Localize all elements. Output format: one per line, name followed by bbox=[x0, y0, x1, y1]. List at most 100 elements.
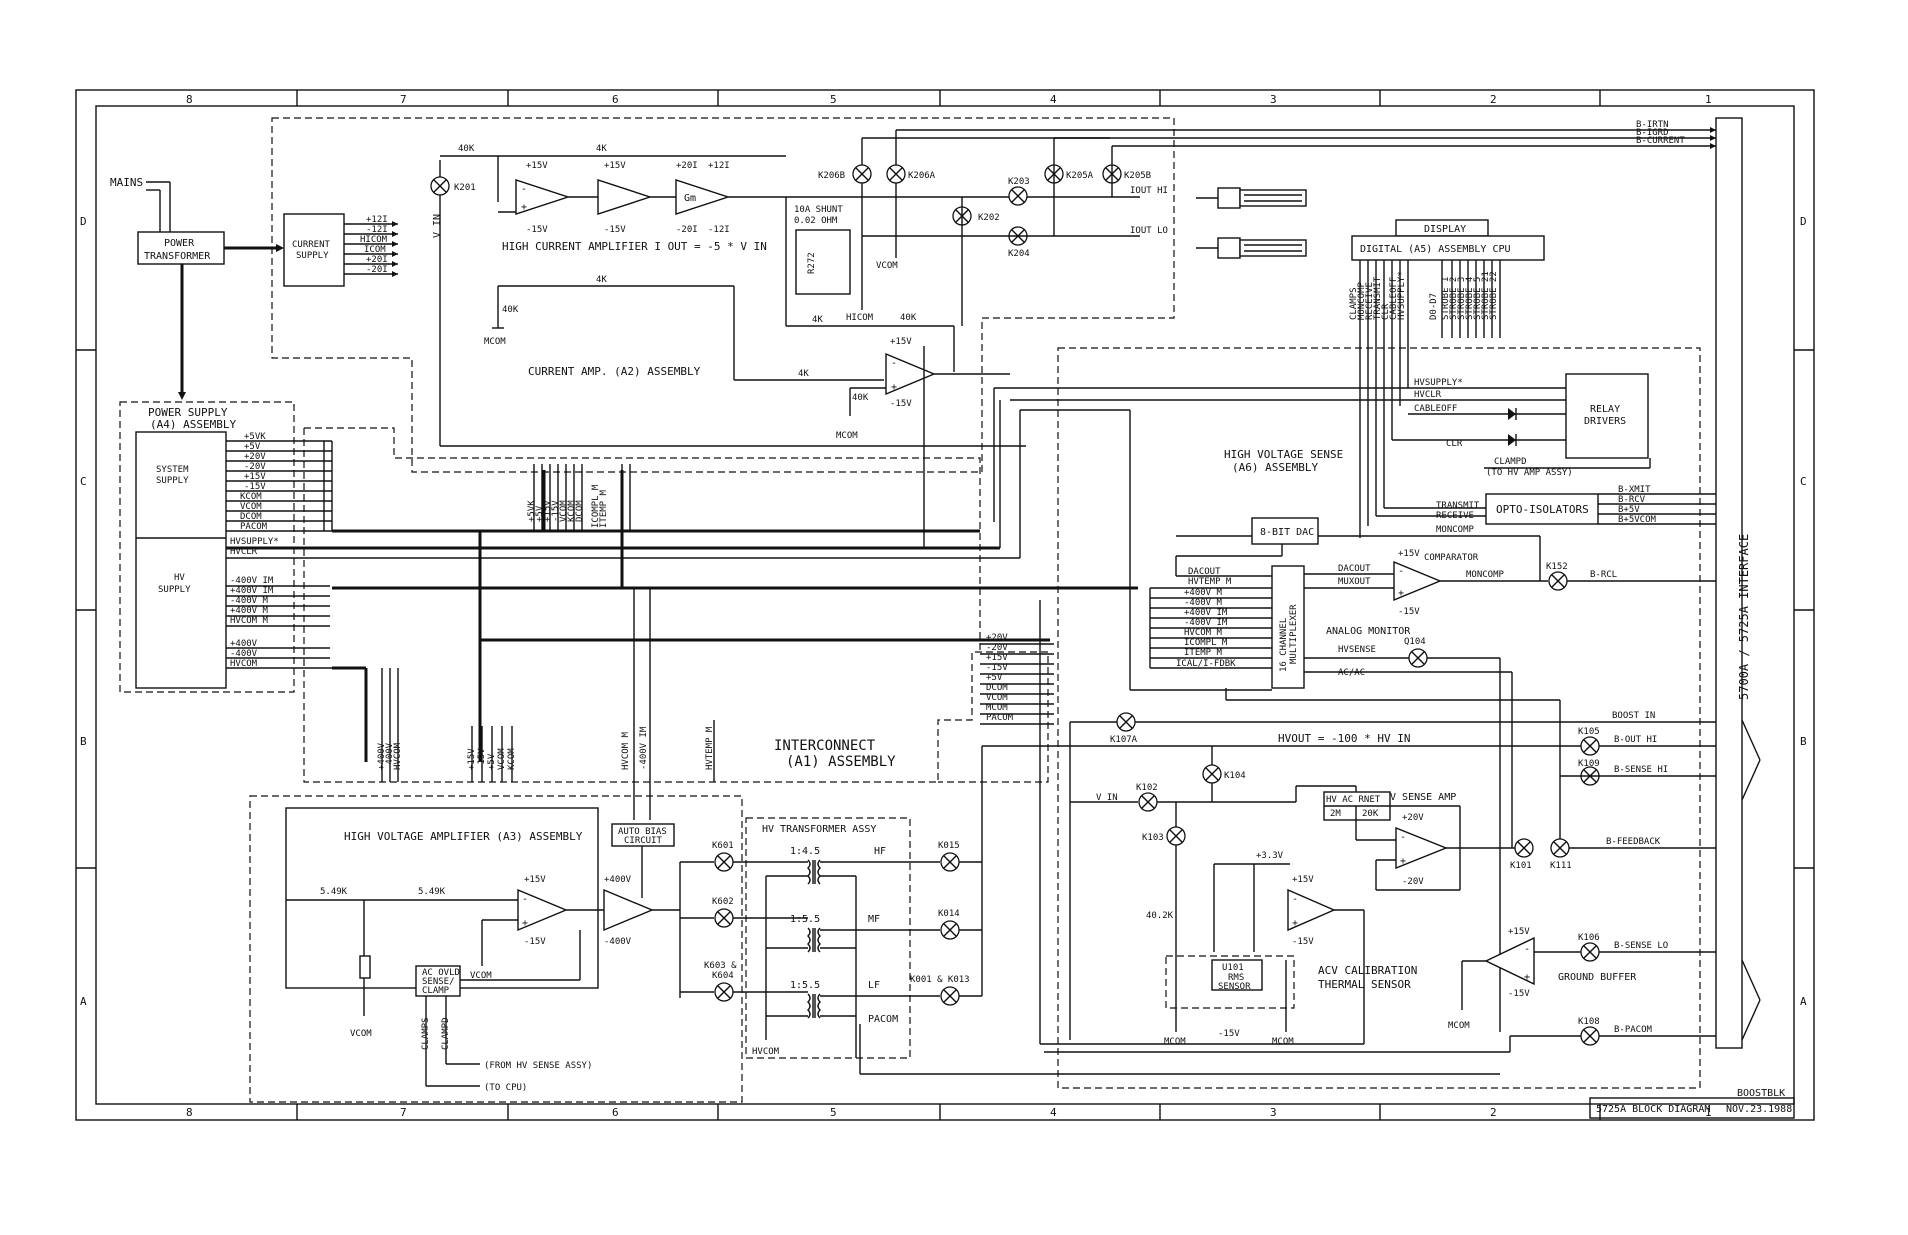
svg-text:K602: K602 bbox=[712, 897, 734, 907]
current-supply: CURRENT SUPPLY +12I -12I HICOM ICOM +20I… bbox=[283, 213, 398, 287]
zone-a-right: A bbox=[1800, 995, 1807, 1008]
current-amp-title: HIGH CURRENT AMPLIFIER I OUT = -5 * V IN bbox=[502, 240, 767, 253]
interface-title: 5700A / 5725A INTERFACE bbox=[1737, 534, 1751, 700]
svg-text:DCOM: DCOM bbox=[575, 500, 585, 522]
svg-text:+400V IM: +400V IM bbox=[1184, 608, 1228, 618]
svg-text:AUTO BIAS: AUTO BIAS bbox=[618, 827, 667, 837]
svg-text:POWER SUPPLY: POWER SUPPLY bbox=[148, 406, 228, 419]
svg-text:KCOM: KCOM bbox=[240, 492, 262, 502]
svg-text:+15V: +15V bbox=[1292, 875, 1314, 885]
svg-text:AC/AC: AC/AC bbox=[1338, 668, 1365, 678]
transformer-lf: 1:5.5 LF bbox=[790, 980, 880, 1019]
current-amp-label: CURRENT AMP. (A2) ASSEMBLY bbox=[528, 365, 701, 378]
svg-text:MCOM: MCOM bbox=[1272, 1037, 1294, 1047]
svg-text:B-XMIT: B-XMIT bbox=[1618, 485, 1651, 495]
svg-text:+400V M: +400V M bbox=[230, 606, 269, 616]
zone-7-top: 7 bbox=[400, 93, 407, 106]
svg-text:-: - bbox=[1400, 832, 1406, 843]
svg-text:-15V: -15V bbox=[526, 225, 548, 235]
svg-text:SENSE/: SENSE/ bbox=[422, 977, 455, 987]
zone-8-bottom: 8 bbox=[186, 1106, 193, 1119]
svg-text:PACOM: PACOM bbox=[240, 522, 268, 532]
relay-k104: K104 bbox=[1202, 764, 1246, 784]
svg-text:(FROM HV SENSE ASSY): (FROM HV SENSE ASSY) bbox=[484, 1061, 592, 1071]
drawing-title: 5725A BLOCK DIAGRAM bbox=[1596, 1104, 1710, 1115]
zone-1-top: 1 bbox=[1705, 93, 1712, 106]
svg-text:ICOMPL M: ICOMPL M bbox=[591, 484, 601, 528]
mux-inputs: DACOUT HVTEMP M +400V M -400V M +400V IM… bbox=[1149, 567, 1272, 669]
svg-text:HVTEMP M: HVTEMP M bbox=[1188, 577, 1232, 587]
svg-text:VCOM: VCOM bbox=[240, 502, 262, 512]
relay-k602: K602 bbox=[712, 897, 734, 928]
hv-power-amp bbox=[603, 888, 654, 932]
svg-text:+15V: +15V bbox=[244, 472, 266, 482]
svg-text:-15V: -15V bbox=[604, 225, 626, 235]
thermal-amp bbox=[1287, 888, 1336, 932]
svg-text:VCOM: VCOM bbox=[470, 971, 492, 981]
cpu-section: DISPLAY DIGITAL (A5) ASSEMBLY CPU CLAMPS… bbox=[1349, 219, 1545, 538]
svg-text:B-PACOM: B-PACOM bbox=[1614, 1025, 1653, 1035]
svg-text:(A4) ASSEMBLY: (A4) ASSEMBLY bbox=[150, 418, 236, 431]
svg-text:-: - bbox=[1524, 944, 1530, 955]
svg-text:HVCOM: HVCOM bbox=[230, 659, 258, 669]
relay-k015: K015 bbox=[938, 841, 960, 872]
svg-text:CLR: CLR bbox=[1446, 439, 1463, 449]
svg-text:MCOM: MCOM bbox=[836, 431, 858, 441]
svg-text:K104: K104 bbox=[1224, 771, 1246, 781]
relay-k105: K105 bbox=[1578, 727, 1600, 756]
svg-text:+: + bbox=[1292, 918, 1298, 929]
ground-buffer-label: GROUND BUFFER bbox=[1558, 972, 1637, 983]
svg-text:K204: K204 bbox=[1008, 249, 1030, 259]
zone-b-left: B bbox=[80, 735, 87, 748]
svg-text:-15V: -15V bbox=[1398, 607, 1420, 617]
svg-text:MCOM: MCOM bbox=[1448, 1021, 1470, 1031]
svg-text:TRANSFORMER: TRANSFORMER bbox=[144, 251, 211, 262]
svg-text:STROBE 21: STROBE 21 bbox=[1481, 271, 1491, 320]
svg-text:+5V: +5V bbox=[986, 673, 1003, 683]
svg-text:B-SENSE HI: B-SENSE HI bbox=[1614, 765, 1668, 775]
svg-text:HICOM: HICOM bbox=[360, 235, 388, 245]
bus-taps-bottom: +400V -400V HVCOM +15V -15V +5V VCOM KCO… bbox=[377, 588, 715, 820]
hv-transformer-title: HV TRANSFORMER ASSY bbox=[762, 824, 876, 835]
relay-k109: K109 bbox=[1578, 759, 1600, 786]
svg-text:STROBE 4: STROBE 4 bbox=[1465, 277, 1475, 320]
svg-text:1:5.5: 1:5.5 bbox=[790, 980, 820, 991]
sheet-frame: 8 7 6 5 4 3 2 1 8 7 6 5 4 3 2 1 D C B A … bbox=[75, 89, 1815, 1121]
relay-k201: K201 bbox=[430, 176, 476, 196]
relay-k108: K108 bbox=[1578, 1017, 1600, 1046]
svg-text:+: + bbox=[1398, 588, 1404, 599]
svg-text:-12I: -12I bbox=[366, 225, 388, 235]
relay-k206a: K206A bbox=[886, 164, 936, 184]
hv-sense-assembly: HIGH VOLTAGE SENSE (A6) ASSEMBLY RELAY D… bbox=[982, 347, 1716, 1089]
relay-k204: K204 bbox=[1008, 226, 1030, 259]
svg-text:DACOUT: DACOUT bbox=[1188, 567, 1221, 577]
cpu-signal-labels: CLAMPS MONCOMP RECEIVE TRANSMIT CLR CABL… bbox=[1349, 271, 1499, 320]
svg-text:MONCOMP: MONCOMP bbox=[1466, 570, 1505, 580]
thermal-sensor-label: THERMAL SENSOR bbox=[1318, 978, 1411, 991]
svg-text:MCOM: MCOM bbox=[1164, 1037, 1186, 1047]
hvout-label: HVOUT = -100 * HV IN bbox=[1278, 732, 1410, 745]
svg-text:+5V: +5V bbox=[535, 505, 545, 522]
hv-preamp bbox=[517, 888, 568, 932]
svg-text:IOUT HI: IOUT HI bbox=[1130, 186, 1168, 196]
svg-text:COMPARATOR: COMPARATOR bbox=[1424, 553, 1479, 563]
svg-text:CLAMPS: CLAMPS bbox=[421, 1017, 431, 1050]
zone-6-top: 6 bbox=[612, 93, 619, 106]
svg-text:MF: MF bbox=[868, 914, 880, 925]
svg-text:+15V: +15V bbox=[986, 653, 1008, 663]
svg-text:+400V IM: +400V IM bbox=[230, 586, 274, 596]
svg-text:U101: U101 bbox=[1222, 963, 1244, 973]
svg-text:STROBE 1: STROBE 1 bbox=[1441, 277, 1451, 320]
svg-text:PACOM: PACOM bbox=[986, 713, 1014, 723]
svg-text:MCOM: MCOM bbox=[986, 703, 1008, 713]
comparator-amp bbox=[1393, 560, 1442, 602]
svg-text:K202: K202 bbox=[978, 213, 1000, 223]
svg-text:MONCOMP: MONCOMP bbox=[1436, 525, 1475, 535]
svg-text:40K: 40K bbox=[502, 305, 519, 315]
svg-text:B-CURRENT: B-CURRENT bbox=[1636, 136, 1685, 146]
svg-text:MONCOMP: MONCOMP bbox=[1357, 281, 1367, 320]
svg-text:(TO CPU): (TO CPU) bbox=[484, 1083, 527, 1093]
svg-text:AC OVLD: AC OVLD bbox=[422, 968, 460, 978]
svg-text:(TO HV AMP ASSY): (TO HV AMP ASSY) bbox=[1486, 468, 1573, 478]
svg-text:4K: 4K bbox=[798, 369, 809, 379]
